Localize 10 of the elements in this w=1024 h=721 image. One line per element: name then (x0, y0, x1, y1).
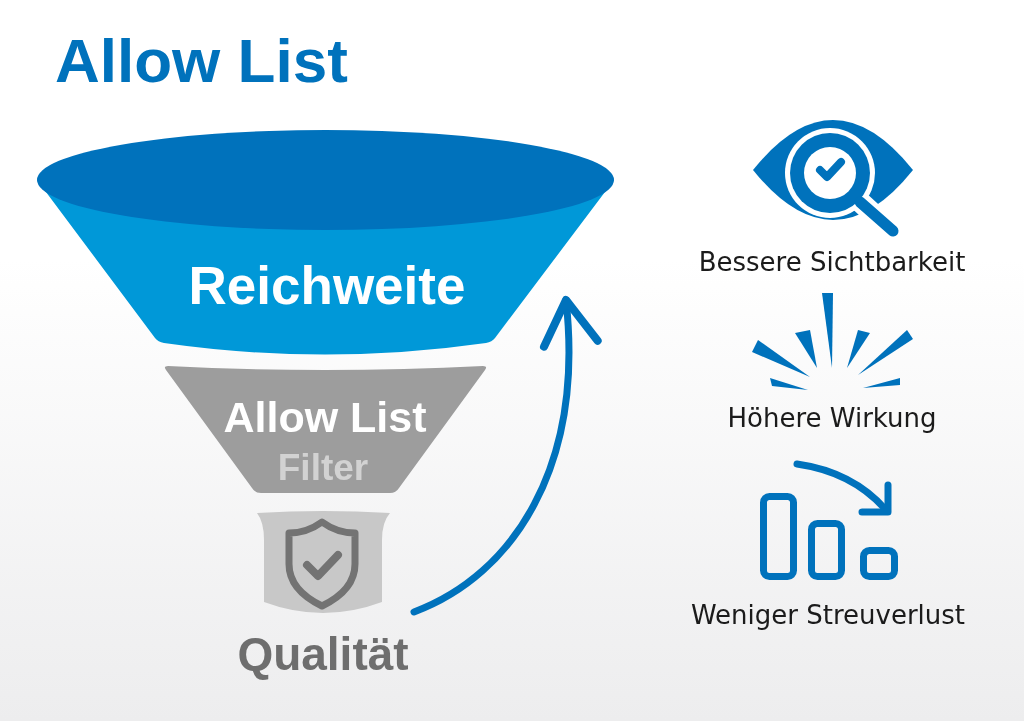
curved-arrow (410, 296, 600, 616)
benefit-label: Bessere Sichtbarkeit (698, 247, 966, 279)
benefit-label: Weniger Streuverlust (690, 600, 966, 632)
title: Allow List (55, 25, 348, 97)
segment-label: Reichweite (188, 256, 466, 317)
funnel-bowl (37, 128, 614, 356)
segment-label: Allow List (223, 393, 427, 443)
funnel-filter (163, 365, 488, 495)
outlet-label: Qualität (237, 628, 409, 681)
benefit-label: Höhere Wirkung (727, 403, 937, 435)
